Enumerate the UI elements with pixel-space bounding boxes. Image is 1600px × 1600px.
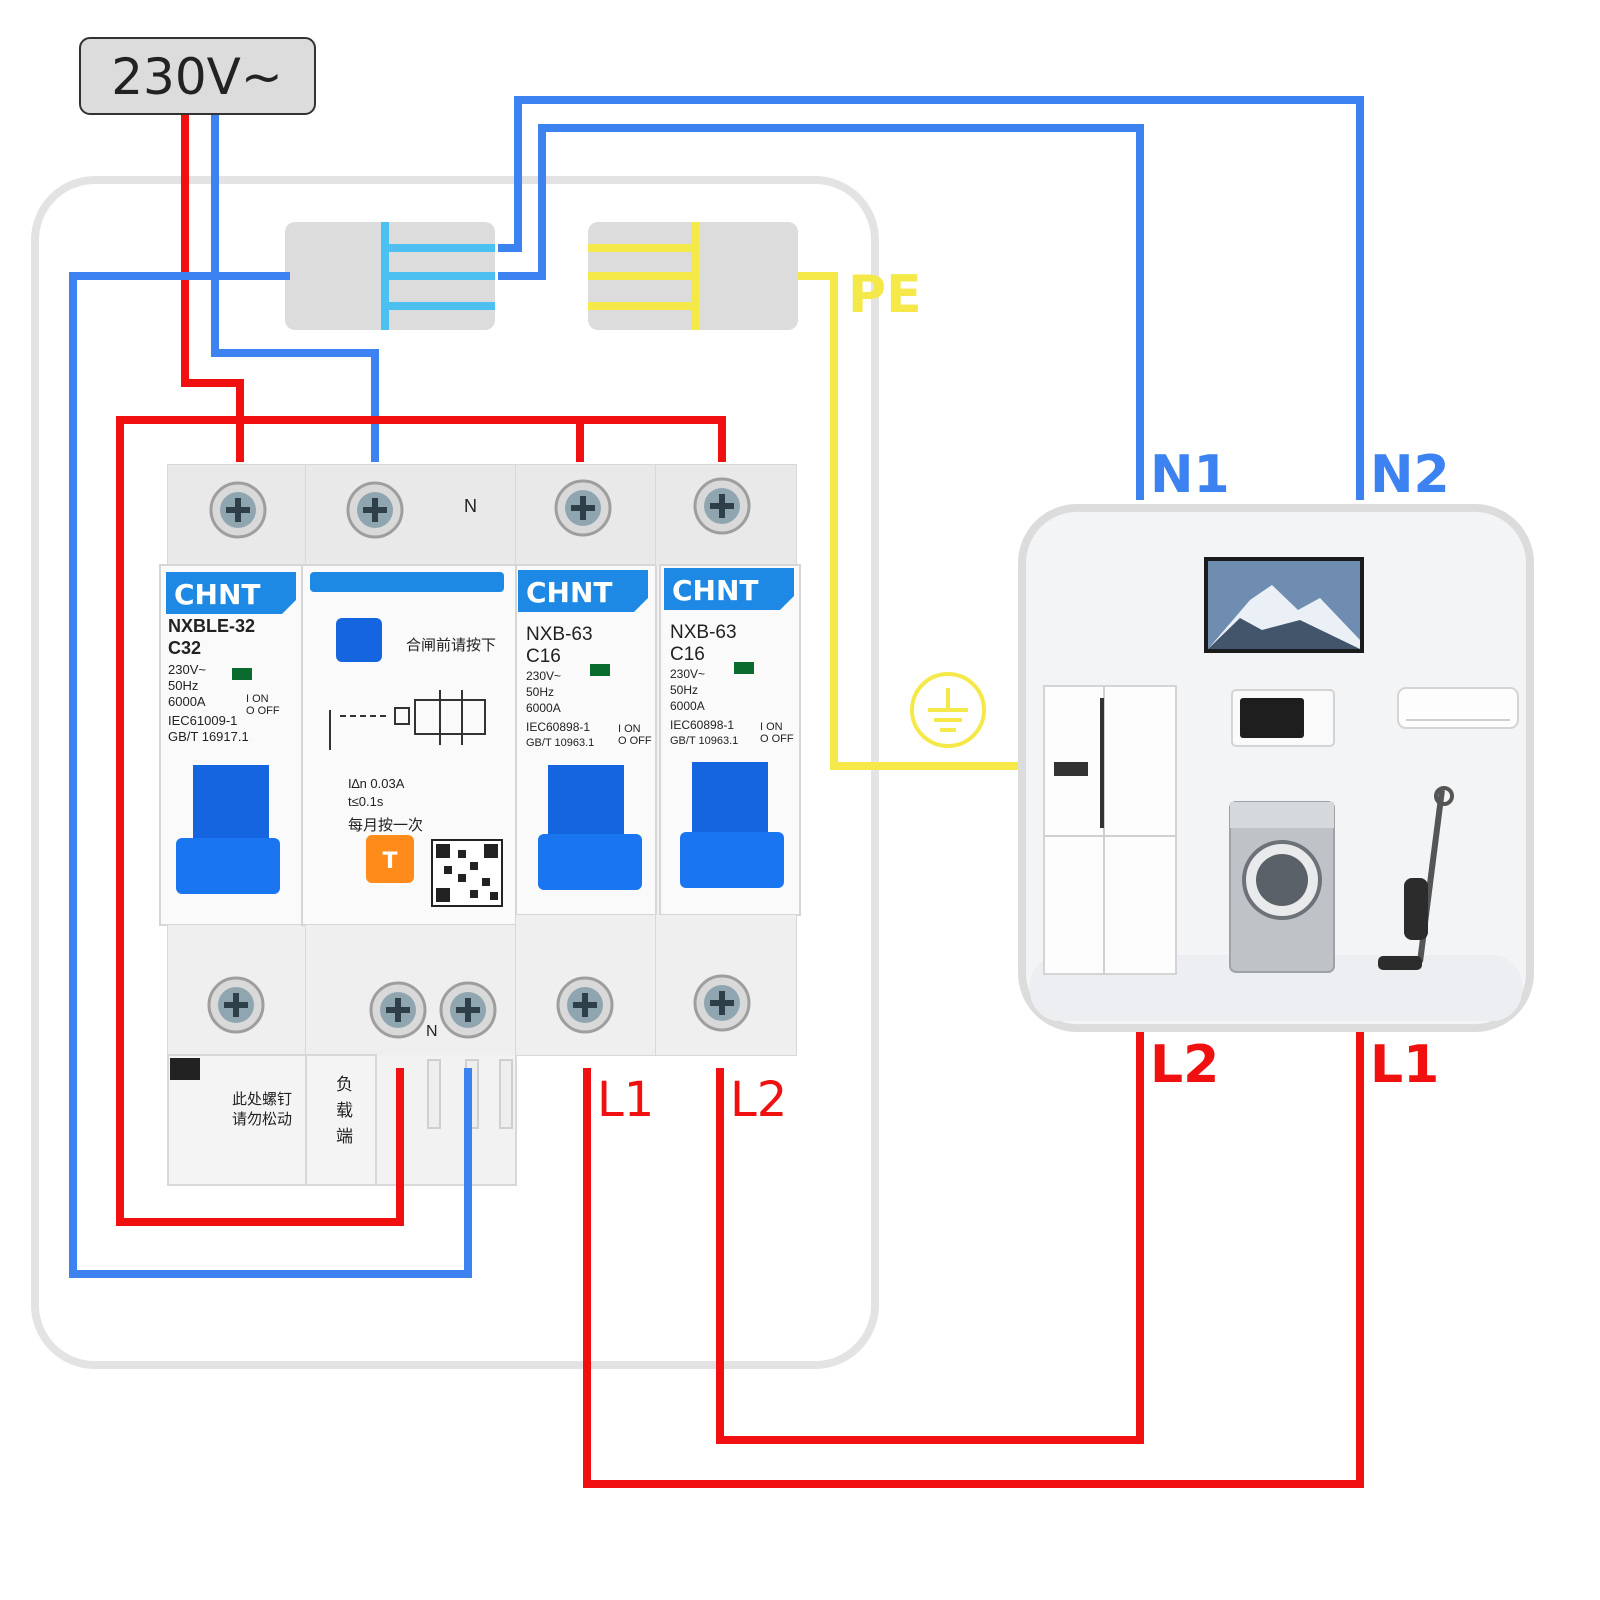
load-label-1: 负 [336,1075,353,1095]
screw-terminal-icon [439,981,497,1039]
test-note: 每月按一次 [348,816,423,834]
rcd-reset-button[interactable] [336,618,382,662]
rcbo-handle[interactable] [193,765,269,845]
on-label: I ON [618,723,641,735]
l2-wire [716,1030,1144,1444]
spec-frequency: 50Hz [526,685,554,699]
standard-gb: GB/T 16917.1 [168,729,249,744]
l2-load-label: L2 [1150,1035,1219,1095]
reset-note: 合闸前请按下 [406,636,496,654]
rcd-neutral-prongs [427,1059,513,1129]
air-conditioner-icon [1397,687,1519,729]
load-label-2: 载 [336,1101,353,1121]
breaker-model: NXBLE-32 [168,616,255,636]
spec-voltage: 230V~ [670,667,705,681]
status-indicator [232,668,252,680]
qr-code [431,839,503,907]
screw-terminal-icon [554,479,612,537]
residual-current: I∆n 0.03A [348,776,405,791]
screw-terminal-icon [556,976,614,1034]
supply-box [79,37,316,115]
screw-terminal-icon [209,481,267,539]
screw-terminal-icon [207,976,265,1034]
n1-wire [498,124,1144,500]
mcb-l2 [655,464,801,1056]
ground-icon [910,672,986,748]
status-indicator [734,662,754,674]
brand-logo: CHNT [526,576,613,609]
output-live-wire [116,416,726,1226]
rcbo-handle-grip[interactable] [176,838,280,894]
screw-note: 此处螺钉 [232,1090,292,1108]
standard-iec: IEC60898-1 [670,718,734,732]
spec-frequency: 50Hz [670,683,698,697]
breaker-rating: C16 [526,646,561,667]
breaker-model: NXB-63 [526,624,593,645]
spec-voltage: 230V~ [526,669,561,683]
rcd-module [301,464,517,1186]
screw-terminal-icon [346,481,404,539]
breaker-rating: C32 [168,638,201,658]
brand-badges [166,568,794,614]
screw-terminal-icon [369,981,427,1039]
brand-logo: CHNT [672,574,759,607]
standard-iec: IEC60898-1 [526,720,590,734]
l1-wire [583,1030,1364,1488]
brand-logo: CHNT [174,578,261,611]
earth-bar-lines [588,222,699,330]
supply-label: 230V~ [111,48,283,106]
breaker-handles [176,762,784,894]
mcb-l1-handle-grip[interactable] [538,834,642,890]
screw-note: 请勿松动 [232,1110,292,1128]
off-label: O OFF [760,733,794,745]
wires [69,96,1364,1488]
spec-frequency: 50Hz [168,678,198,693]
off-label: O OFF [246,705,280,717]
output-neutral-wire [69,272,472,1278]
on-label: I ON [246,693,269,705]
off-label: O OFF [618,735,652,747]
trip-time: t≤0.1s [348,794,384,809]
neutral-terminal-label: N [464,496,477,516]
screw-terminal-icon [693,477,751,535]
l2-out-label: L2 [730,1072,787,1128]
l1-out-label: L1 [597,1072,654,1128]
n2-label: N2 [1370,445,1450,505]
rcd-test-button[interactable] [366,835,414,883]
n2-wire [498,96,1364,500]
washing-machine-icon [1229,801,1335,973]
neutral-bar-lines [381,222,495,330]
standard-gb: GB/T 10963.1 [526,737,594,749]
microwave-icon [1231,689,1335,747]
mcb-l1 [515,464,661,1056]
spec-capacity: 6000A [168,694,206,709]
spec-capacity: 6000A [670,699,705,713]
spec-capacity: 6000A [526,701,561,715]
standard-gb: GB/T 10963.1 [670,735,738,747]
screw-terminals [207,477,751,1039]
bottom-neutral-label: N [426,1023,438,1040]
status-indicator [590,664,610,676]
mcb-l2-handle-grip[interactable] [680,832,784,888]
pe-wire [798,272,1025,770]
screw-terminal-icon [693,974,751,1032]
mcb-l2-handle[interactable] [692,762,768,840]
vacuum-cleaner-icon [1378,786,1454,970]
rcd-schematic-icon [329,690,486,750]
pe-label: PE [848,265,922,325]
mcb-l1-handle[interactable] [548,765,624,843]
l1-load-label: L1 [1370,1035,1439,1095]
spec-voltage: 230V~ [168,662,206,677]
test-button-label: T [382,849,397,874]
load-label-3: 端 [336,1127,353,1147]
n1-label: N1 [1150,445,1230,505]
standard-iec: IEC61009-1 [168,713,237,728]
tv-icon [1204,557,1364,653]
supply-neutral-wire [211,115,379,462]
breaker-rating: C16 [670,644,705,665]
breaker-model: NXB-63 [670,622,737,643]
on-label: I ON [760,721,783,733]
refrigerator-icon [1043,685,1177,975]
